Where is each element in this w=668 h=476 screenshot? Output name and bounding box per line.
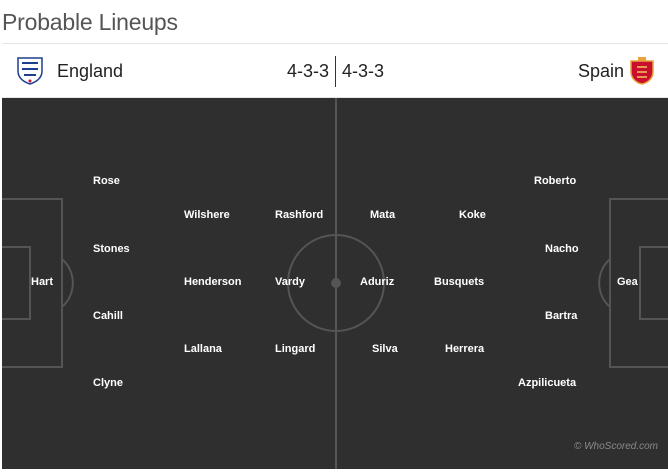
england-crest-icon [17,57,43,90]
home-formation: 4-3-3 [287,61,330,81]
player-home-lcm[interactable]: Wilshere [184,209,230,221]
player-home-lw[interactable]: Rashford [275,209,324,221]
formation-divider [335,56,336,87]
player-home-cm[interactable]: Henderson [184,276,242,288]
lineup-header: England 4-3-3 4-3-3 Spain [2,43,668,98]
home-team-name: England [57,61,124,81]
player-away-lcb[interactable]: Nacho [545,243,579,255]
player-away-cm[interactable]: Busquets [434,276,485,288]
player-away-st[interactable]: Aduriz [360,276,395,288]
player-home-lcb[interactable]: Stones [93,243,130,255]
player-home-rw[interactable]: Lingard [275,343,316,355]
player-home-gk[interactable]: Hart [31,276,54,288]
player-home-rcb[interactable]: Cahill [93,310,123,322]
player-away-lb[interactable]: Roberto [534,175,577,187]
away-formation: 4-3-3 [342,61,385,81]
player-home-rb[interactable]: Clyne [93,377,123,389]
spain-crest-icon [629,57,655,90]
player-away-rcb[interactable]: Bartra [545,310,578,322]
player-home-st[interactable]: Vardy [275,276,305,288]
away-team-name: Spain [577,61,624,81]
watermark: © WhoScored.com [573,441,658,452]
player-away-gk[interactable]: Gea [617,276,638,288]
player-away-rw[interactable]: Silva [372,343,398,355]
page-title: Probable Lineups [2,9,178,35]
player-home-lb[interactable]: Rose [93,175,120,187]
pitch: Hart Rose Stones Cahill Clyne Wilshere H… [2,98,668,469]
player-away-lw[interactable]: Mata [370,209,396,221]
player-home-rcm[interactable]: Lallana [184,343,222,355]
player-away-rcm[interactable]: Herrera [445,343,485,355]
player-away-lcm[interactable]: Koke [459,209,486,221]
player-away-rb[interactable]: Azpilicueta [518,377,577,389]
pitch-markings [2,98,668,469]
